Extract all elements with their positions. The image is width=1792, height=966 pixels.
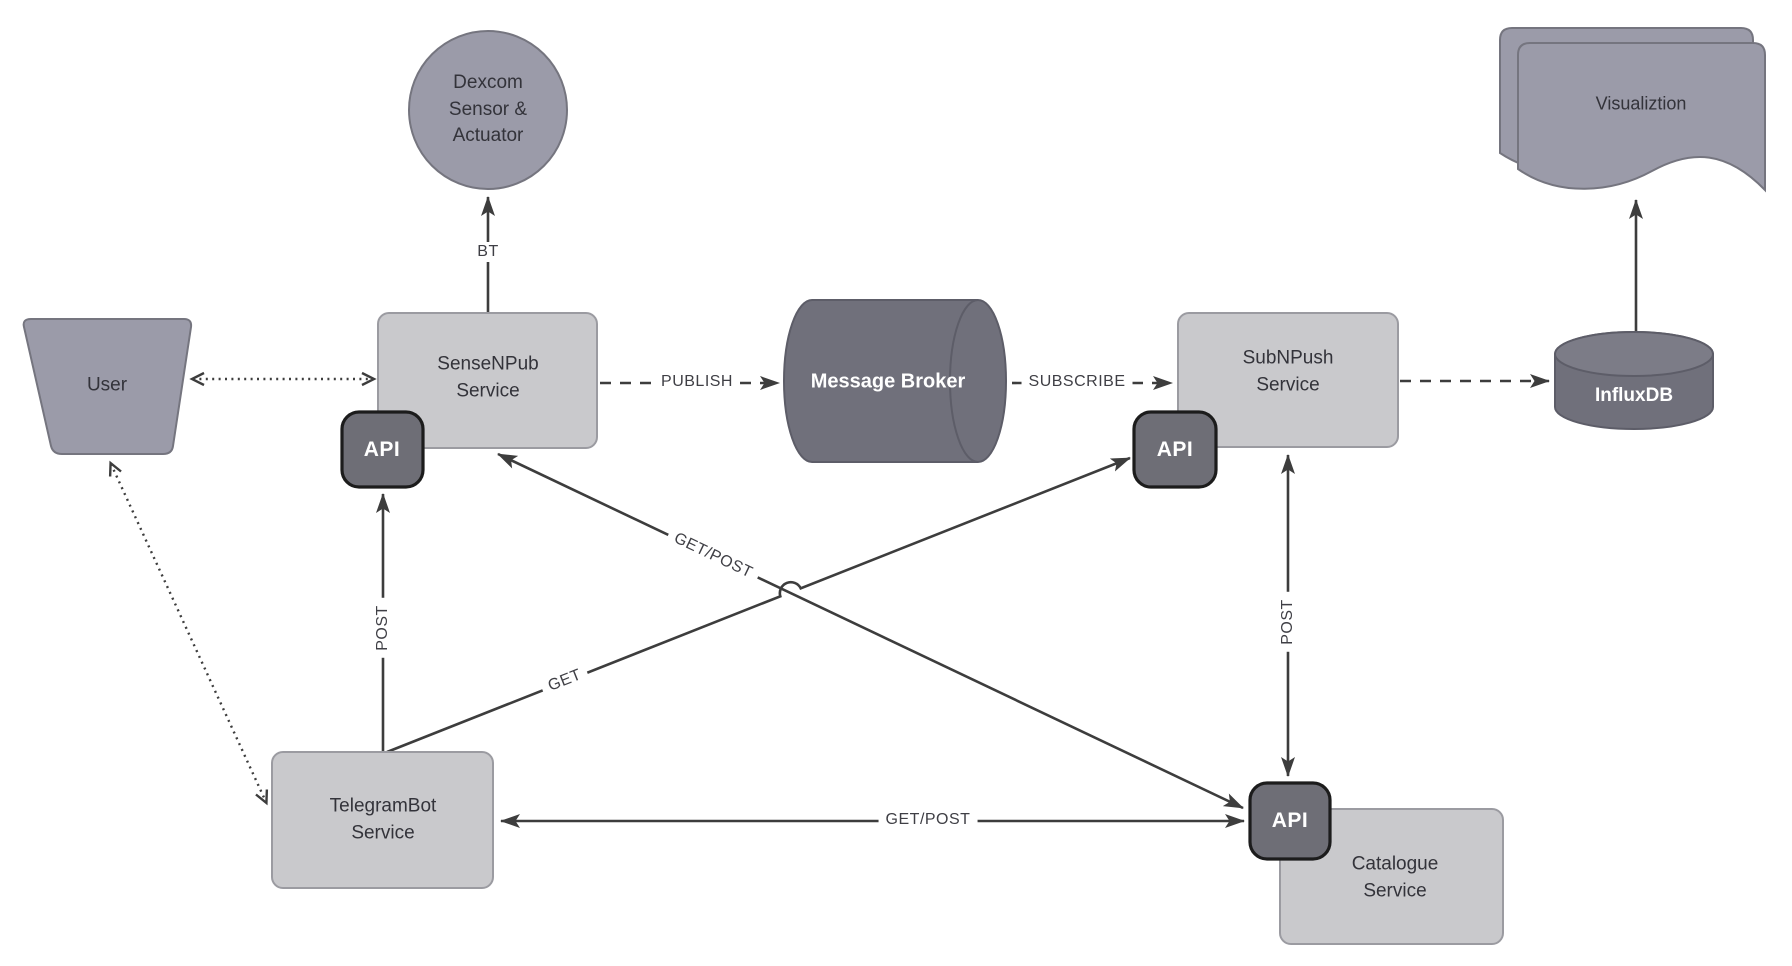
post-left-edge-label: POST bbox=[373, 598, 393, 658]
visualization-label: Visualiztion bbox=[1595, 93, 1687, 114]
sensenpub-label-line2: Service bbox=[456, 380, 520, 401]
telegrambot-service-node bbox=[271, 751, 494, 889]
telegrambot-node-label: TelegramBot Service bbox=[330, 793, 437, 846]
catalogue-api-badge bbox=[1248, 781, 1332, 861]
post-right-edge-label: POST bbox=[1278, 592, 1298, 652]
visualization-doc-front bbox=[1517, 42, 1766, 193]
catalogue-label-line2: Service bbox=[1363, 880, 1427, 901]
message-broker-node bbox=[783, 299, 1007, 463]
dexcom-node-label: Dexcom Sensor & Actuator bbox=[449, 70, 527, 150]
subnpush-service-node bbox=[1177, 312, 1399, 448]
dexcom-label-line3: Actuator bbox=[452, 125, 524, 147]
catalogue-node-label: Catalogue Service bbox=[1352, 851, 1439, 904]
catalogue-label-line1: Catalogue bbox=[1351, 853, 1439, 875]
sensenpub-api-label: API bbox=[363, 438, 401, 461]
subnpush-node-label: SubNPush Service bbox=[1243, 345, 1334, 398]
telegrambot-label-line1: TelegramBot bbox=[329, 795, 437, 817]
user-node bbox=[22, 318, 193, 455]
sensenpub-api-badge bbox=[340, 410, 425, 489]
sensenpub-node-label: SenseNPub Service bbox=[437, 351, 538, 404]
getpost-horizontal-edge-label: GET/POST bbox=[878, 810, 978, 830]
edge-getpost-sensenpub-catalogue-api bbox=[497, 452, 1244, 810]
dexcom-sensor-node bbox=[408, 30, 568, 190]
sensenpub-service-node bbox=[377, 312, 598, 449]
subnpush-api-label: API bbox=[1156, 438, 1194, 461]
catalogue-service-node bbox=[1279, 808, 1504, 945]
edge-get-telegrambot-subnpush-api bbox=[386, 456, 1131, 754]
subscribe-edge-label: SUBSCRIBE bbox=[1021, 372, 1133, 392]
sensenpub-label-line1: SenseNPub bbox=[437, 353, 539, 375]
dexcom-label-line1: Dexcom bbox=[453, 72, 523, 94]
user-node-label: User bbox=[86, 374, 128, 396]
bt-edge-label: BT bbox=[470, 242, 506, 262]
influxdb-node bbox=[1554, 331, 1714, 430]
catalogue-api-label: API bbox=[1271, 809, 1309, 832]
subnpush-api-badge bbox=[1132, 410, 1218, 489]
subnpush-label-line2: Service bbox=[1256, 374, 1320, 395]
message-broker-label: Message Broker bbox=[810, 370, 966, 393]
edge-user-telegrambot bbox=[108, 460, 269, 806]
dexcom-label-line2: Sensor & bbox=[448, 98, 528, 120]
visualization-node bbox=[1499, 27, 1766, 193]
telegrambot-label-line2: Service bbox=[351, 822, 415, 843]
publish-edge-label: PUBLISH bbox=[654, 372, 740, 392]
subnpush-label-line1: SubNPush bbox=[1242, 347, 1334, 369]
influxdb-label: InfluxDB bbox=[1594, 385, 1674, 406]
